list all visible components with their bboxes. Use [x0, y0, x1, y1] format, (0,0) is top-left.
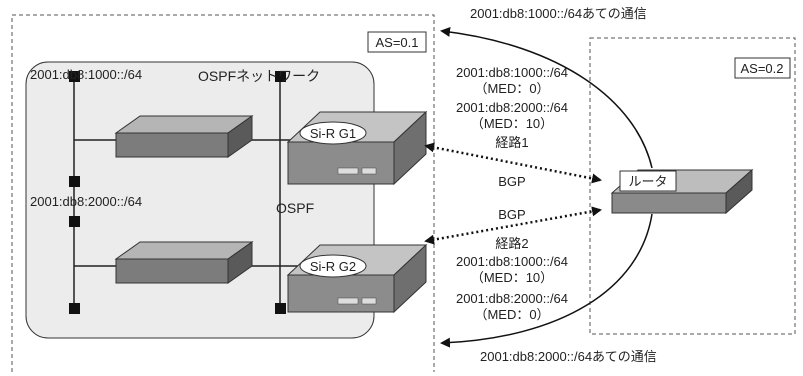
svg-text:2001:db8:1000::/64: 2001:db8:1000::/64: [456, 254, 568, 269]
ospf-network-area: [25, 61, 375, 339]
svg-text:経路2: 経路2: [495, 236, 528, 251]
svg-text:（MED：0）: （MED：0）: [474, 81, 549, 96]
svg-text:AS=0.2: AS=0.2: [740, 61, 783, 76]
svg-text:（MED：10）: （MED：10）: [471, 270, 553, 285]
svg-text:BGP: BGP: [498, 174, 525, 189]
svg-text:経路1: 経路1: [495, 135, 528, 150]
as-left-boundary: [11, 14, 435, 372]
svg-text:（MED：10）: （MED：10）: [471, 116, 553, 131]
svg-text:Si-R G2: Si-R G2: [310, 259, 356, 274]
internal-switch-lower: [114, 241, 254, 284]
svg-text:Si-R G1: Si-R G1: [310, 126, 356, 141]
traffic-top-label: 2001:db8:1000::/64あての通信: [470, 6, 647, 21]
router-g1-label: Si-R G1: [299, 121, 367, 145]
svg-text:AS=0.1: AS=0.1: [375, 35, 418, 50]
traffic-arrow-top: [440, 26, 653, 169]
ospf-label: OSPF: [276, 200, 314, 216]
ospf-network-label: OSPFネットワーク: [198, 68, 320, 84]
terminator: [69, 71, 80, 82]
traffic-bottom-label: 2001:db8:2000::/64あての通信: [480, 349, 657, 364]
terminator: [69, 216, 80, 227]
svg-text:BGP: BGP: [498, 207, 525, 222]
svg-text:（MED：0）: （MED：0）: [474, 307, 549, 322]
net-2000-label: 2001:db8:2000::/64: [30, 194, 142, 209]
svg-text:2001:db8:2000::/64: 2001:db8:2000::/64: [456, 291, 568, 306]
internal-switch-upper: [114, 115, 254, 158]
as-right-label: AS=0.2: [734, 57, 791, 79]
route1-annotation: 2001:db8:1000::/64 （MED：0） 2001:db8:2000…: [456, 65, 568, 189]
terminator: [275, 303, 286, 314]
bgp-link-2: [424, 206, 602, 245]
traffic-arrow-bottom: [440, 213, 653, 348]
route2-annotation: BGP 経路2 2001:db8:1000::/64 （MED：10） 2001…: [456, 207, 568, 322]
remote-router-label: ルータ: [619, 170, 677, 192]
as-right-boundary: [589, 37, 796, 335]
svg-text:ルータ: ルータ: [628, 174, 667, 189]
bgp-link-1: [424, 142, 602, 184]
svg-text:2001:db8:1000::/64: 2001:db8:1000::/64: [456, 65, 568, 80]
net-1000-label: 2001:db8:1000::/64: [30, 67, 142, 82]
terminator: [275, 71, 286, 82]
router-g1: [286, 110, 428, 186]
router-g2-label: Si-R G2: [299, 254, 367, 278]
svg-text:2001:db8:2000::/64: 2001:db8:2000::/64: [456, 100, 568, 115]
as-left-label: AS=0.1: [367, 31, 427, 53]
router-g2: [286, 243, 428, 314]
terminator: [69, 303, 80, 314]
terminator: [69, 176, 80, 187]
